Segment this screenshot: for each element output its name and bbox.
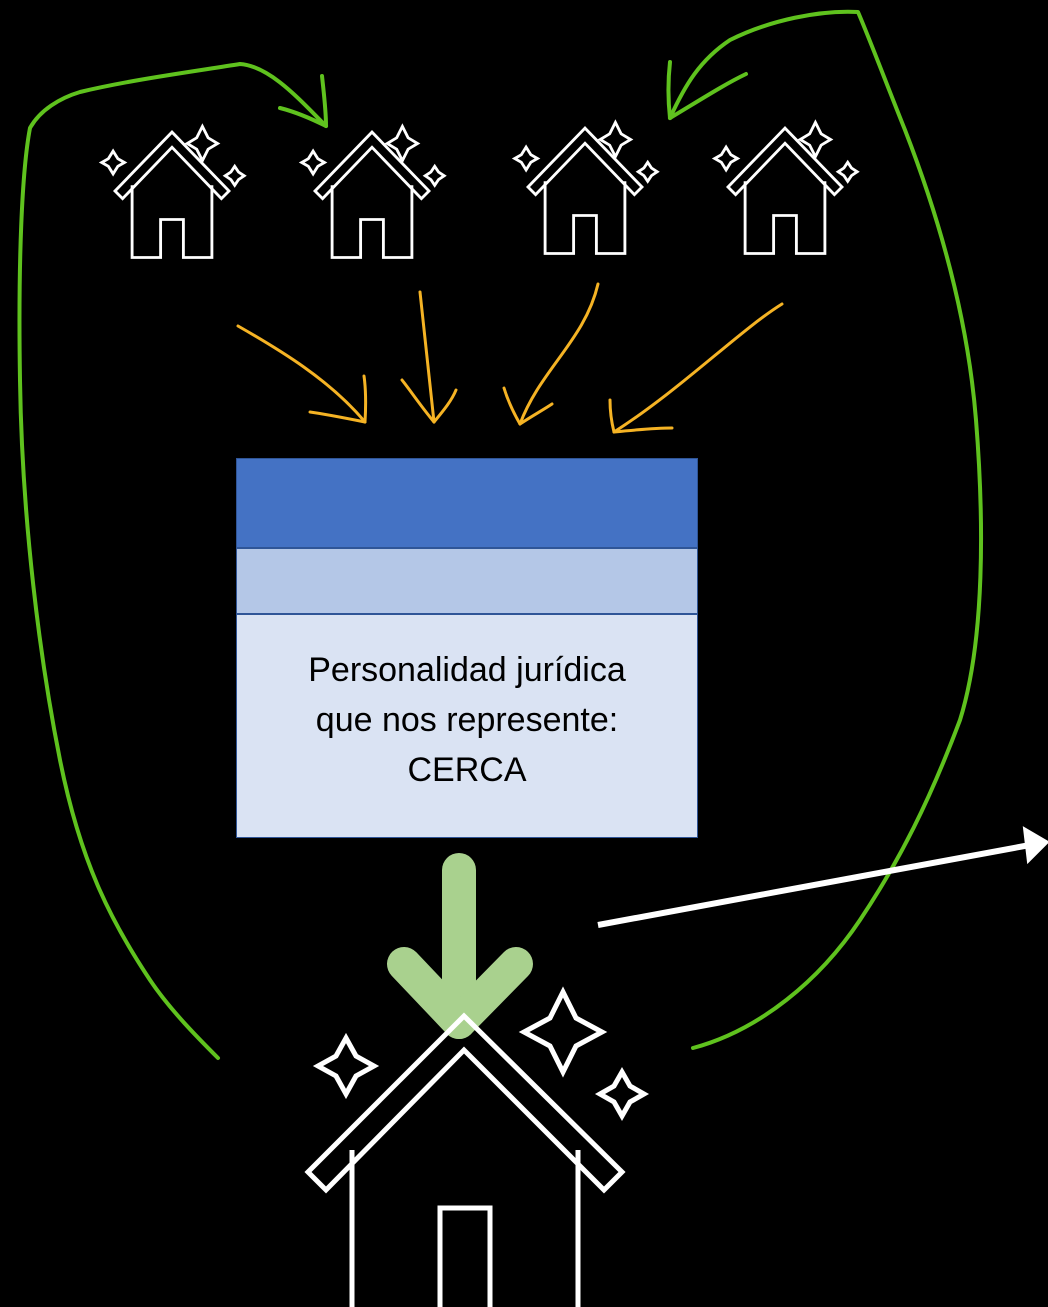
entity-box-body: Personalidad jurídica que nos represente… [237, 615, 697, 837]
entity-box-header [237, 459, 697, 549]
entity-box-text: Personalidad jurídica que nos represente… [308, 651, 626, 789]
orange-arrows [236, 282, 784, 434]
green-loop-left [17, 62, 328, 1060]
green-loop-right [666, 9, 984, 1050]
big-house-icon [304, 986, 650, 1307]
entity-box: Personalidad jurídica que nos represente… [236, 458, 698, 838]
entity-box-subheader [237, 549, 697, 615]
house-2-icon [300, 124, 446, 259]
house-3-icon [513, 120, 659, 255]
pointer-arrow [597, 826, 1048, 928]
down-arrow-icon [387, 853, 533, 1039]
house-1-icon [100, 124, 246, 259]
house-4-icon [713, 120, 859, 255]
